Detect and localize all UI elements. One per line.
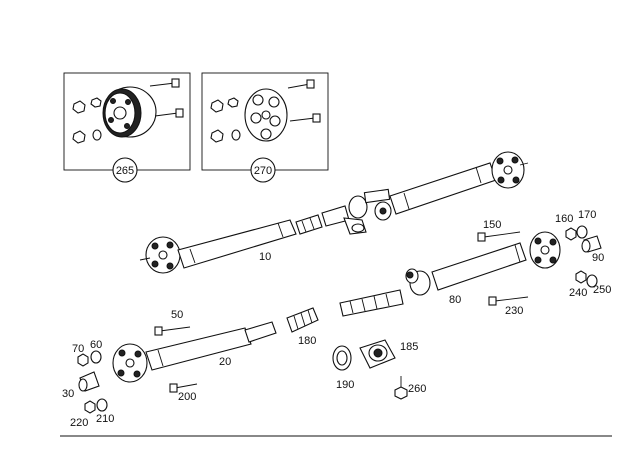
callout-160: 160 [555, 213, 573, 225]
callout-210: 210 [96, 413, 114, 425]
callout-265: 265 [116, 165, 134, 177]
loose-parts [286, 307, 408, 400]
rear-shaft-80 [339, 225, 602, 317]
inset-270: 270 [201, 72, 329, 183]
callout-60: 60 [90, 339, 102, 351]
callout-190: 190 [336, 379, 354, 391]
callout-170: 170 [578, 209, 596, 221]
callout-200: 200 [178, 391, 196, 403]
callout-90: 90 [592, 252, 604, 264]
callout-185: 185 [400, 341, 418, 353]
callout-230: 230 [505, 305, 523, 317]
inset-265: 265 [63, 72, 191, 183]
drive-shaft-assembly-10 [139, 151, 529, 274]
callout-180: 180 [298, 335, 316, 347]
callout-80: 80 [449, 294, 461, 306]
front-shaft-20 [77, 321, 277, 414]
callout-220: 220 [70, 417, 88, 429]
callout-260: 260 [408, 383, 426, 395]
callout-70: 70 [72, 343, 84, 355]
callout-50: 50 [171, 309, 183, 321]
callout-30: 30 [62, 388, 74, 400]
callout-150: 150 [483, 219, 501, 231]
callout-10: 10 [259, 251, 271, 263]
callout-250: 250 [593, 284, 611, 296]
callout-240: 240 [569, 287, 587, 299]
callout-270: 270 [254, 165, 272, 177]
callout-20: 20 [219, 356, 231, 368]
